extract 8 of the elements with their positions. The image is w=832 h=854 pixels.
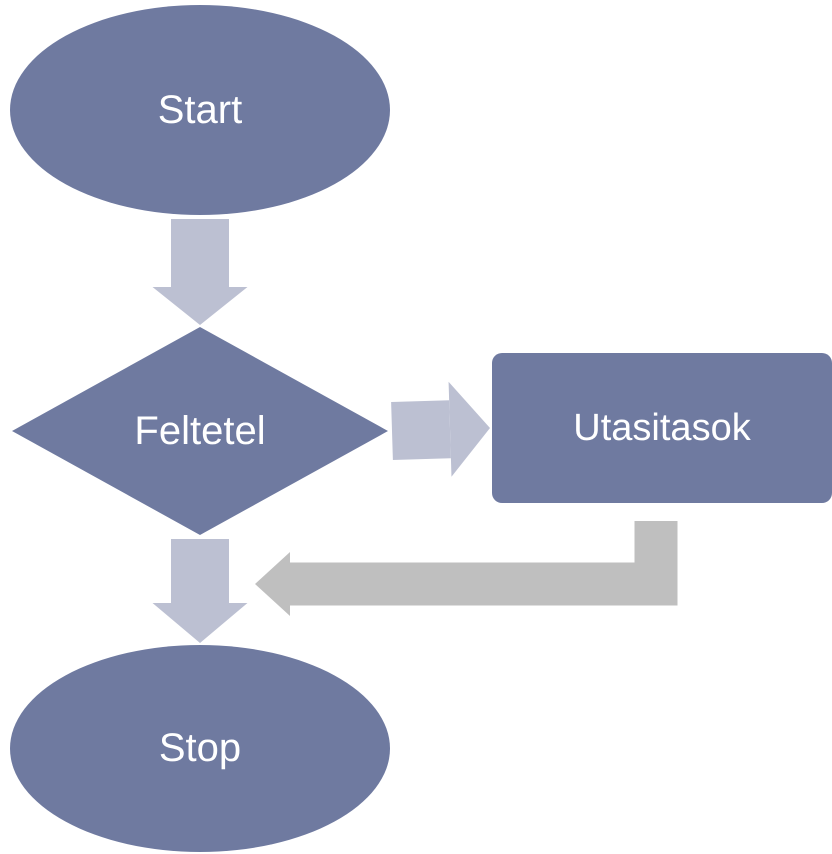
- node-label: Stop: [158, 726, 242, 771]
- block-arrow: [152, 219, 248, 325]
- block-arrow: [152, 539, 248, 643]
- block-arrow: [255, 521, 678, 616]
- node-label: Feltetel: [134, 408, 266, 454]
- node-label: Utasitasok: [573, 406, 751, 450]
- node-label: Start: [158, 88, 242, 132]
- block-arrow: [391, 382, 490, 477]
